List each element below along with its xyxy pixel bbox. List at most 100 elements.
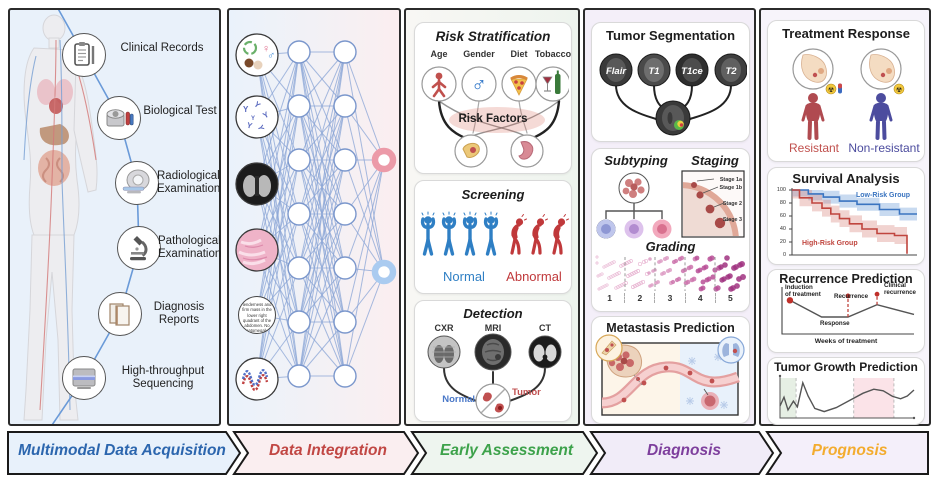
- factor-label-diet: Diet: [510, 49, 528, 59]
- grading-cells: [595, 255, 746, 292]
- output-node-pink: [371, 147, 397, 173]
- factor-label-age: Age: [430, 49, 448, 59]
- survival-analysis-card: Survival Analysis 100 80 60 40 20 0 Low-…: [767, 167, 925, 265]
- input-dna: [235, 357, 279, 401]
- subtyping-staging-grading-card: Subtyping Staging: [591, 148, 750, 312]
- panel-multimodal-data-acquisition: Clinical Records Biological Test Radiolo…: [8, 8, 221, 426]
- lung-site-icon: [717, 336, 745, 364]
- acquisition-item-label: High-throughput Sequencing: [121, 365, 205, 391]
- grading-title: Grading: [645, 239, 696, 254]
- normal-person-icon: [420, 210, 499, 256]
- svg-text:☢: ☢: [828, 86, 834, 94]
- female-symbol-icon: ♀: [262, 43, 270, 55]
- mri-sequence-circles: Flair T1 T1ce T2: [599, 53, 747, 87]
- y-tick: 20: [779, 239, 786, 245]
- nonresistant-breast-icon: [860, 48, 902, 90]
- acquisition-item-label: Biological Test: [143, 105, 217, 117]
- input-chest-scan: [235, 162, 279, 206]
- panel-diagnosis: Tumor Segmentation Flair T1 T1ce T2: [583, 8, 756, 426]
- stage-label-integration: Data Integration: [269, 442, 387, 459]
- y-tick: 60: [779, 213, 786, 219]
- stage-label: Stage 3: [723, 217, 742, 223]
- male-symbol-icon: ♂: [471, 73, 487, 96]
- svg-text:Y: Y: [246, 121, 254, 131]
- pill-icon: [838, 83, 842, 94]
- tumor-label: Tumor: [512, 387, 541, 398]
- microscope-icon: [117, 226, 161, 270]
- pipeline-banner: [7, 431, 929, 475]
- card-title: Tumor Growth Prediction: [774, 360, 918, 374]
- age-person-icon: [431, 72, 447, 98]
- stage-label: Stage 2: [723, 201, 742, 207]
- stage-label: Stage 1b: [720, 185, 743, 191]
- immune-cells: [686, 353, 728, 409]
- resistant-person-icon: [801, 91, 825, 140]
- resistant-breast-icon: [792, 48, 834, 90]
- svg-text:Y: Y: [252, 100, 262, 111]
- stage-arrow-3: [410, 431, 599, 475]
- resistant-label: Resistant: [788, 141, 840, 155]
- sequence-label-t1ce: T1ce: [681, 66, 703, 77]
- normal-label: Normal: [442, 394, 475, 405]
- svg-text:Y: Y: [256, 124, 267, 133]
- induction-label: Induction of treatment: [785, 284, 821, 298]
- normal-stomach-icon: [482, 392, 492, 402]
- male-symbol-icon: ♂: [267, 50, 275, 62]
- modality-label-cxr: CXR: [434, 323, 454, 333]
- grade-2: 2: [624, 293, 654, 303]
- response-label: Response: [820, 320, 850, 327]
- x-axis-label: Weeks of treatment: [814, 338, 878, 345]
- ct-scanner-icon: [115, 161, 159, 205]
- recurrence-prediction-card: Recurrence Prediction Induction of treat…: [767, 269, 925, 353]
- documents-icon: [98, 292, 142, 336]
- stage-label-diagnosis: Diagnosis: [646, 442, 722, 459]
- recurrence-chart: [781, 287, 915, 335]
- card-title: Detection: [463, 306, 523, 321]
- card-title: Metastasis Prediction: [606, 321, 735, 335]
- grade-1: 1: [607, 293, 612, 303]
- acquisition-item-label: Radiological Examination: [157, 170, 221, 196]
- staging-title: Staging: [691, 153, 739, 168]
- output-node-blue: [371, 259, 397, 285]
- input-demographics: ♀ ♂: [235, 33, 279, 77]
- factor-label-gender: Gender: [463, 49, 495, 59]
- grade-4: 4: [684, 293, 715, 303]
- stage-arrow-1: [7, 431, 242, 475]
- grading-scale: 1 2 3 4 5: [595, 293, 745, 303]
- secondary-tumor: [701, 388, 719, 410]
- low-risk-legend: Low-Risk Group: [856, 192, 911, 199]
- acquisition-item-label: Pathological Examination: [158, 235, 222, 261]
- svg-text:Y: Y: [251, 116, 255, 122]
- panel-early-assessment: Risk Stratification Age Gender Diet Toba…: [404, 8, 580, 426]
- sequence-label-t1: T1: [648, 66, 659, 77]
- risk-stratification-card: Risk Stratification Age Gender Diet Toba…: [414, 22, 572, 174]
- clinical-recurrence-label: Clinical recurrence: [884, 282, 916, 296]
- stage-arrow-2: [232, 431, 420, 475]
- acquisition-item-label: Clinical Records: [120, 42, 204, 54]
- radiation-icon: ☢: [825, 83, 837, 95]
- normal-label: Normal: [443, 269, 485, 284]
- pizza-icon: [510, 75, 528, 96]
- stage-arrow-4: [589, 431, 775, 475]
- input-clinical-note: tenderness and firm mass in the lower ri…: [238, 296, 276, 334]
- nonresistant-label: Non-resistant: [848, 141, 920, 155]
- modality-label-mri: MRI: [484, 323, 502, 333]
- panel-prognosis: Treatment Response: [759, 8, 931, 426]
- acquisition-item-label: Diagnosis Reports: [153, 301, 205, 327]
- factor-label-tobacco: Tobacco: [534, 49, 572, 59]
- y-tick: 100: [776, 187, 786, 193]
- alcohol-icon: [542, 70, 561, 94]
- card-title: Recurrence Prediction: [779, 272, 913, 286]
- card-title: Tumor Segmentation: [605, 28, 736, 43]
- high-risk-legend: High-Risk Group: [802, 240, 858, 247]
- y-tick: 0: [782, 252, 786, 258]
- card-title: Screening: [461, 187, 525, 202]
- screening-card: Screening: [414, 180, 572, 294]
- card-title: Survival Analysis: [792, 171, 900, 186]
- grade-3: 3: [654, 293, 684, 303]
- tumor-segmentation-card: Tumor Segmentation Flair T1 T1ce T2: [591, 22, 750, 142]
- stomach-icon: [518, 141, 534, 160]
